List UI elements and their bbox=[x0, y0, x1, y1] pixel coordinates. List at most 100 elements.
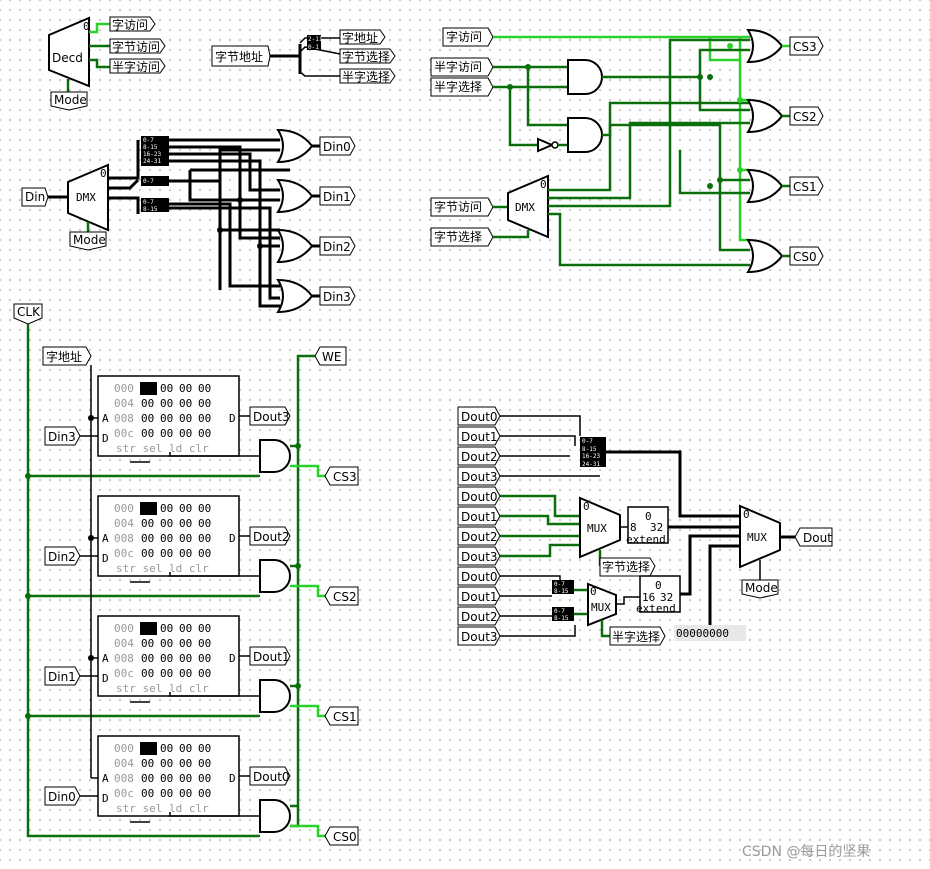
pin-dout1-out[interactable]: Dout1 bbox=[249, 646, 291, 666]
pin-dout3-mux-in[interactable]: Dout3 bbox=[457, 546, 501, 566]
pin-half-select-out[interactable]: 半字选择 bbox=[339, 68, 396, 84]
ram-cell[interactable]: 00 bbox=[179, 757, 192, 770]
and-gate-upper[interactable] bbox=[567, 59, 603, 95]
pin-dout0-mux-in[interactable]: Dout0 bbox=[457, 406, 501, 426]
pin-byte-select-out[interactable]: 字节选择 bbox=[339, 48, 396, 64]
ram-cell[interactable]: 00 bbox=[198, 502, 211, 515]
ram-cell[interactable]: 00 bbox=[198, 787, 211, 800]
pin-word-address-out[interactable]: 字地址 bbox=[339, 29, 386, 45]
ram-cell[interactable]: 00 bbox=[141, 547, 154, 560]
ram-cell[interactable]: 00 bbox=[198, 427, 211, 440]
or-gate-din0[interactable] bbox=[276, 128, 314, 164]
ram-cell[interactable]: 00 bbox=[179, 787, 192, 800]
pin-dout1-mux-in[interactable]: Dout1 bbox=[457, 586, 501, 606]
ram-cell[interactable]: 00 bbox=[179, 667, 192, 680]
or-gate-cs1[interactable] bbox=[746, 168, 784, 204]
or-gate-cs2[interactable] bbox=[746, 98, 784, 134]
ram-cell[interactable]: 00 bbox=[141, 637, 154, 650]
ram-cell[interactable]: 00 bbox=[160, 532, 173, 545]
sign-extend-8[interactable]: 0 8 32 extend bbox=[626, 506, 669, 546]
pin-din1-in[interactable]: Din1 bbox=[44, 666, 81, 686]
pin-cs0-out[interactable]: CS0 bbox=[789, 246, 824, 266]
ram-cell[interactable]: 00 bbox=[160, 637, 173, 650]
pin-dout3-out[interactable]: Dout3 bbox=[249, 406, 291, 426]
pin-cs3-in[interactable]: CS3 bbox=[324, 466, 359, 486]
ram-cell[interactable]: 00 bbox=[179, 412, 192, 425]
ram-cell[interactable]: 00 bbox=[179, 517, 192, 530]
or-gate-din1[interactable] bbox=[276, 178, 314, 214]
ram-cell[interactable]: 00 bbox=[160, 547, 173, 560]
ram-cell[interactable]: 00 bbox=[141, 382, 154, 395]
pin-mode-decoder[interactable]: Mode bbox=[50, 91, 88, 111]
ram-cell[interactable]: 00 bbox=[160, 517, 173, 530]
pin-half-access-in[interactable]: 半字访问 bbox=[430, 57, 494, 77]
ram-cell[interactable]: 00 bbox=[198, 637, 211, 650]
ram-cell[interactable]: 00 bbox=[160, 667, 173, 680]
ram-cell[interactable]: 00 bbox=[198, 397, 211, 410]
ram-cell[interactable]: 00 bbox=[141, 667, 154, 680]
and-gate-cs0[interactable] bbox=[259, 799, 291, 833]
pin-din0-out[interactable]: Din0 bbox=[319, 136, 356, 156]
ram-cell[interactable]: 00 bbox=[179, 427, 192, 440]
ram-cell[interactable]: 00 bbox=[179, 742, 192, 755]
sign-extend-16[interactable]: 0 16 32 extend bbox=[636, 575, 681, 615]
pin-half-select-mux[interactable]: 半字选择 bbox=[609, 626, 666, 646]
ram-cell[interactable]: 00 bbox=[160, 622, 173, 635]
ram-cell[interactable]: 00 bbox=[160, 652, 173, 665]
pin-din3-in[interactable]: Din3 bbox=[44, 426, 81, 446]
pin-dout3-mux-in[interactable]: Dout3 bbox=[457, 626, 501, 646]
ram-cell[interactable]: 00 bbox=[141, 517, 154, 530]
pin-cs1-out[interactable]: CS1 bbox=[789, 176, 824, 196]
pin-dout1-mux-in[interactable]: Dout1 bbox=[457, 426, 501, 446]
ram-cell[interactable]: 00 bbox=[179, 547, 192, 560]
pin-din2-in[interactable]: Din2 bbox=[44, 546, 81, 566]
pin-dout0-out[interactable]: Dout0 bbox=[249, 766, 291, 786]
din-demux[interactable]: DMX 0 bbox=[67, 163, 109, 232]
and-gate-lower[interactable] bbox=[567, 117, 603, 153]
pin-cs1-in[interactable]: CS1 bbox=[324, 706, 359, 726]
pin-dout[interactable]: Dout bbox=[794, 527, 833, 547]
mode-decoder[interactable]: Decd 0 bbox=[48, 16, 90, 88]
pin-cs2-in[interactable]: CS2 bbox=[324, 586, 359, 606]
ram-cell[interactable]: 00 bbox=[141, 427, 154, 440]
ram-cell[interactable]: 00 bbox=[141, 397, 154, 410]
pin-mode-outmux[interactable]: Mode bbox=[741, 579, 779, 599]
pin-byte-access-in[interactable]: 字节访问 bbox=[430, 197, 494, 217]
ram-cell[interactable]: 00 bbox=[141, 532, 154, 545]
and-gate-cs3[interactable] bbox=[259, 439, 291, 473]
or-gate-din3[interactable] bbox=[276, 278, 314, 314]
pin-din[interactable]: Din bbox=[21, 187, 49, 207]
half-mux[interactable]: MUX 0 bbox=[587, 582, 617, 627]
ram-cell[interactable]: 00 bbox=[179, 772, 192, 785]
ram-cell[interactable]: 00 bbox=[141, 652, 154, 665]
ram-cell[interactable]: 00 bbox=[160, 427, 173, 440]
or-gate-cs3[interactable] bbox=[746, 28, 784, 64]
ram-cell[interactable]: 00 bbox=[179, 637, 192, 650]
output-mux[interactable]: MUX 0 bbox=[739, 504, 781, 569]
ram-cell[interactable]: 00 bbox=[141, 622, 154, 635]
or-gate-cs0[interactable] bbox=[746, 238, 784, 274]
ram-cell[interactable]: 00 bbox=[160, 757, 173, 770]
ram-cell[interactable]: 00 bbox=[198, 652, 211, 665]
pin-byte-access-out[interactable]: 字节访问 bbox=[109, 38, 166, 54]
and-gate-cs1[interactable] bbox=[259, 679, 291, 713]
ram-cell[interactable]: 00 bbox=[198, 532, 211, 545]
ram-cell[interactable]: 00 bbox=[160, 412, 173, 425]
pin-cs3-out[interactable]: CS3 bbox=[789, 36, 824, 56]
ram-cell[interactable]: 00 bbox=[198, 667, 211, 680]
ram-cell[interactable]: 00 bbox=[141, 742, 154, 755]
pin-dout0-mux-in[interactable]: Dout0 bbox=[457, 486, 501, 506]
ram-cell[interactable]: 00 bbox=[160, 397, 173, 410]
or-gate-din2[interactable] bbox=[276, 228, 314, 264]
pin-word-address-in[interactable]: 字地址 bbox=[42, 346, 92, 366]
ram-cell[interactable]: 00 bbox=[179, 532, 192, 545]
pin-cs2-out[interactable]: CS2 bbox=[789, 106, 824, 126]
cs-demux[interactable]: DMX 0 bbox=[507, 174, 549, 239]
ram-cell[interactable]: 00 bbox=[141, 412, 154, 425]
ram-cell[interactable]: 00 bbox=[179, 502, 192, 515]
pin-dout2-out[interactable]: Dout2 bbox=[249, 526, 291, 546]
